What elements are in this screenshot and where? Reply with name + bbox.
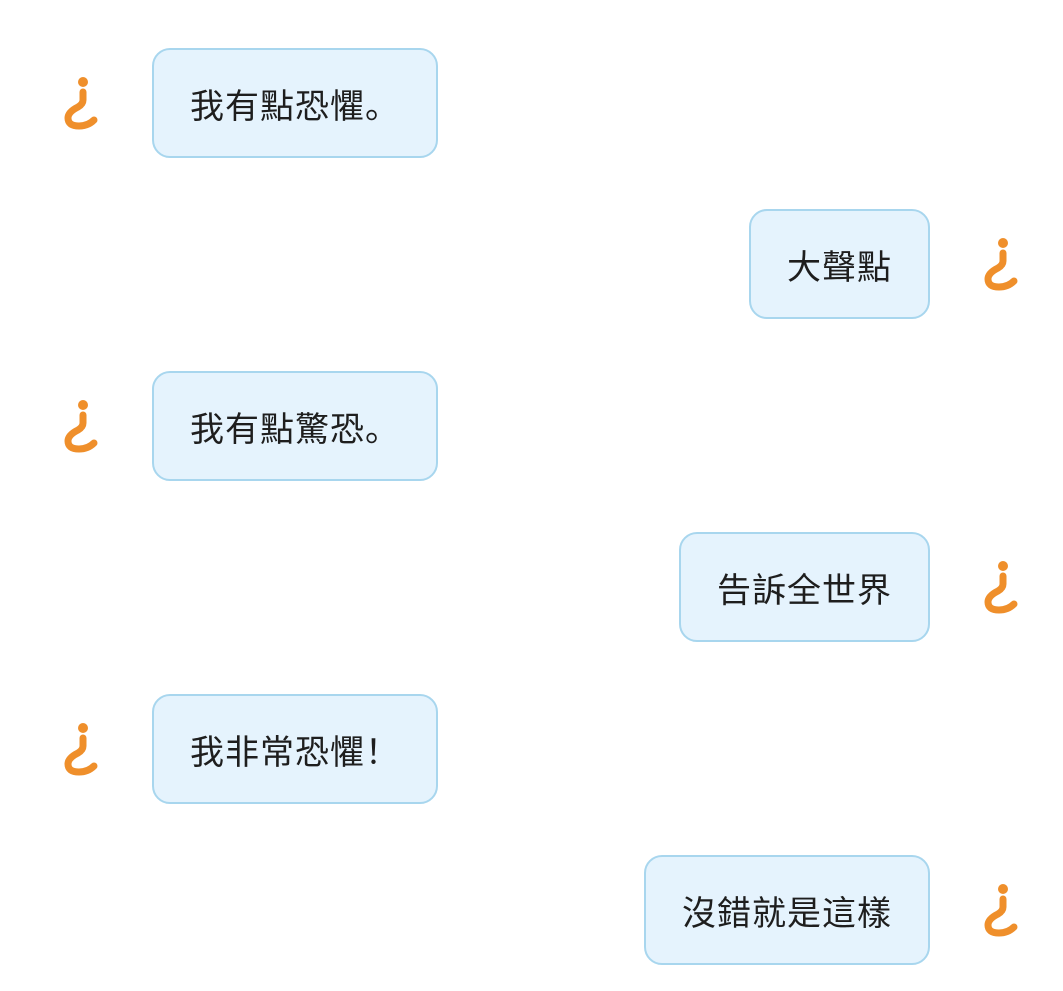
inverted-question-mark-icon (974, 237, 1028, 291)
message-row-right: 告訴全世界 (679, 532, 1028, 642)
message-bubble: 我非常恐懼！ (152, 694, 438, 804)
message-row-right: 沒錯就是這樣 (644, 855, 1028, 965)
message-row-left: 我非常恐懼！ (54, 694, 438, 804)
inverted-question-mark-icon (974, 883, 1028, 937)
inverted-question-mark-icon (54, 399, 108, 453)
message-row-right: 大聲點 (749, 209, 1028, 319)
message-bubble: 告訴全世界 (679, 532, 930, 642)
inverted-question-mark-icon (974, 560, 1028, 614)
message-bubble: 沒錯就是這樣 (644, 855, 930, 965)
message-row-left: 我有點恐懼。 (54, 48, 438, 158)
message-bubble: 我有點驚恐。 (152, 371, 438, 481)
message-bubble: 大聲點 (749, 209, 930, 319)
message-bubble: 我有點恐懼。 (152, 48, 438, 158)
inverted-question-mark-icon (54, 76, 108, 130)
message-row-left: 我有點驚恐。 (54, 371, 438, 481)
inverted-question-mark-icon (54, 722, 108, 776)
